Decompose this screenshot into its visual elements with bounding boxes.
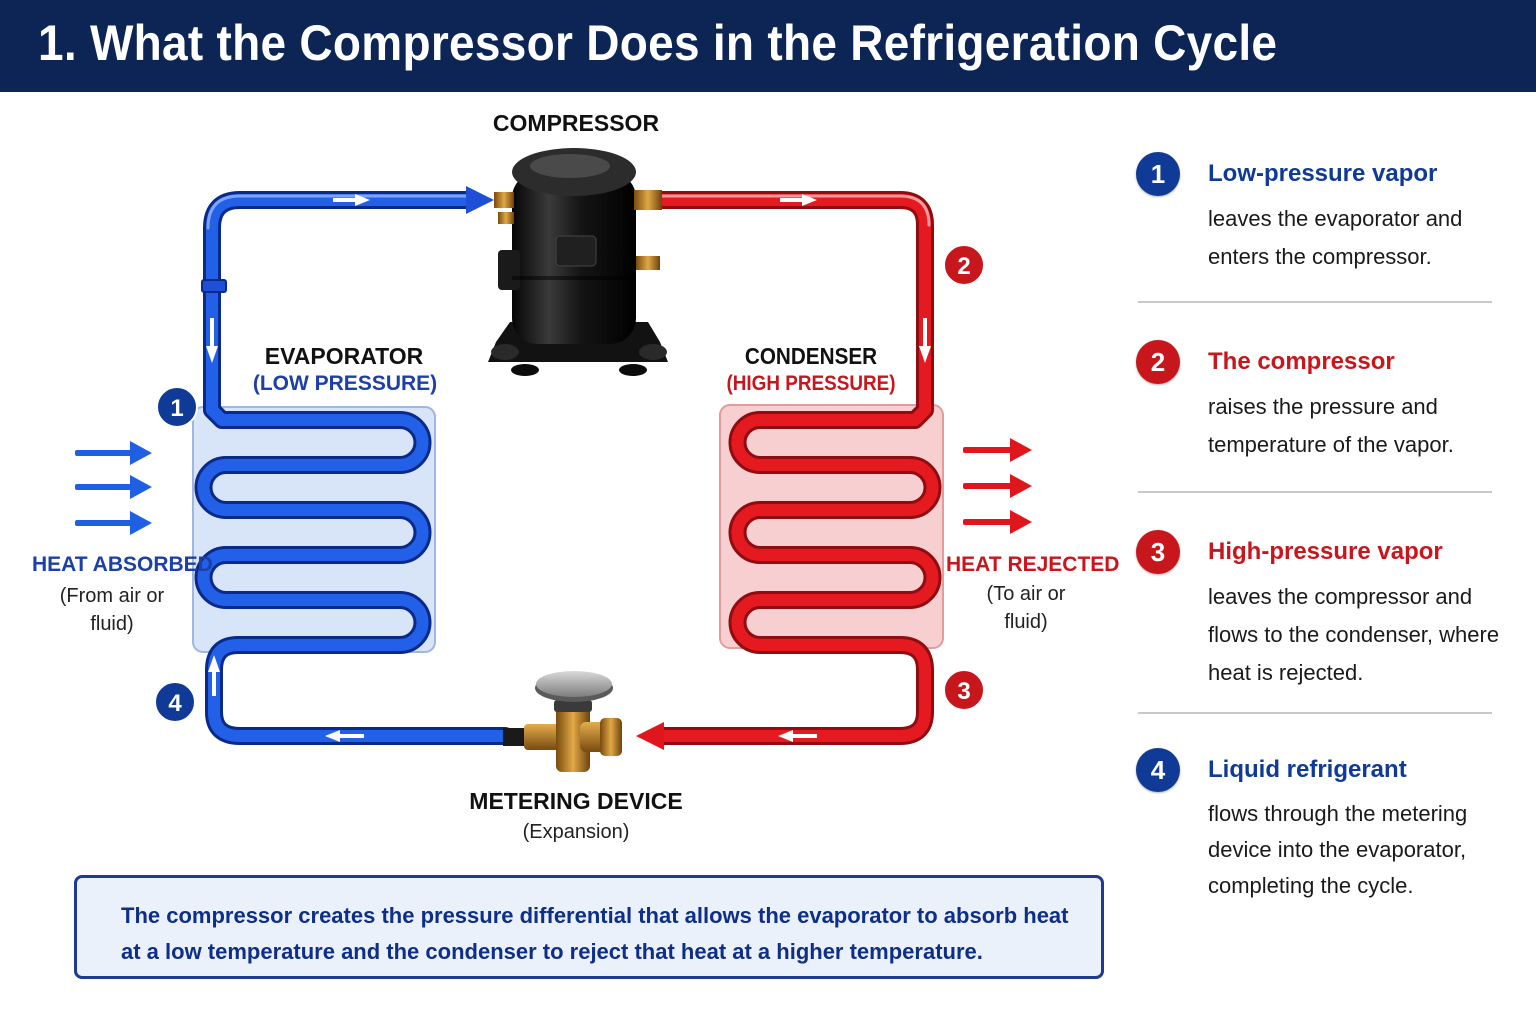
page-header: 1. What the Compressor Does in the Refri… bbox=[0, 0, 1536, 92]
evaporator-label: EVAPORATOR bbox=[264, 343, 424, 369]
heat-arrow bbox=[75, 441, 152, 465]
step-heading: Low-pressure vapor bbox=[1208, 160, 1438, 187]
flow-arrow bbox=[780, 194, 817, 206]
svg-text:3: 3 bbox=[957, 678, 970, 705]
heat-rejected-label: HEAT REJECTED bbox=[946, 553, 1120, 576]
step-body: flows through the metering device into t… bbox=[1208, 801, 1468, 898]
heat-arrow bbox=[963, 438, 1032, 462]
low-pressure-line bbox=[194, 191, 514, 745]
step-number-badge: 4 bbox=[1136, 748, 1180, 792]
svg-text:4: 4 bbox=[168, 690, 182, 717]
step-divider bbox=[1138, 712, 1492, 714]
heat-absorbed-arrows bbox=[75, 441, 152, 535]
heat-arrow bbox=[963, 510, 1032, 534]
low-pressure-arrowhead bbox=[466, 186, 494, 214]
step-number-badge: 3 bbox=[1136, 530, 1180, 574]
high-pressure-arrowhead bbox=[636, 722, 664, 750]
flow-arrow bbox=[333, 194, 370, 206]
step-heading: Liquid refrigerant bbox=[1208, 756, 1407, 783]
compressor bbox=[488, 148, 668, 376]
step-number-badge: 2 bbox=[1136, 340, 1180, 384]
svg-text:1: 1 bbox=[170, 395, 183, 422]
step-divider bbox=[1138, 301, 1492, 303]
compressor-label: COMPRESSOR bbox=[492, 110, 660, 136]
flow-arrow bbox=[208, 655, 220, 696]
heat-arrow bbox=[75, 511, 152, 535]
heat-arrow bbox=[963, 474, 1032, 498]
pipe-coupling bbox=[201, 279, 227, 293]
metering-device-sub: (Expansion) bbox=[522, 821, 630, 843]
condenser-panel bbox=[719, 404, 944, 649]
condenser-label: CONDENSER bbox=[744, 343, 878, 369]
page-title: 1. What the Compressor Does in the Refri… bbox=[38, 15, 1278, 71]
step-divider bbox=[1138, 491, 1492, 493]
condenser-pressure-label: (HIGH PRESSURE) bbox=[726, 372, 896, 395]
high-pressure-line bbox=[651, 191, 942, 745]
refrigeration-cycle-diagram: 1 2 3 4 bbox=[75, 148, 1032, 772]
step-body: leaves the evaporator and enters the com… bbox=[1208, 206, 1463, 269]
step-body: leaves the compressor and flows to the c… bbox=[1208, 584, 1500, 685]
flow-arrow bbox=[919, 318, 931, 363]
marker-3: 3 bbox=[943, 669, 985, 711]
metering-device-label: METERING DEVICE bbox=[469, 788, 683, 814]
marker-1: 1 bbox=[156, 386, 198, 428]
heat-arrow bbox=[75, 475, 152, 499]
flow-arrows bbox=[206, 194, 931, 742]
step-heading: The compressor bbox=[1208, 348, 1395, 375]
marker-2: 2 bbox=[943, 244, 985, 286]
heat-rejected-arrows bbox=[963, 438, 1032, 534]
flow-arrow bbox=[778, 730, 817, 742]
flow-arrow bbox=[206, 318, 218, 363]
step-number-badge: 1 bbox=[1136, 152, 1180, 196]
heat-absorbed-label: HEAT ABSORBED bbox=[32, 553, 213, 576]
svg-text:2: 2 bbox=[957, 253, 970, 280]
marker-4: 4 bbox=[154, 681, 196, 723]
summary-text: The compressor creates the pressure diff… bbox=[121, 903, 1069, 964]
summary-callout: The compressor creates the pressure diff… bbox=[74, 875, 1104, 979]
step-body: raises the pressure and temperature of t… bbox=[1208, 394, 1454, 457]
step-heading: High-pressure vapor bbox=[1208, 538, 1443, 565]
heat-absorbed-sub: (From air or fluid) bbox=[59, 585, 165, 635]
evaporator-panel bbox=[192, 406, 436, 653]
flow-arrow bbox=[325, 730, 364, 742]
metering-valve bbox=[503, 671, 622, 772]
evaporator-pressure-label: (LOW PRESSURE) bbox=[252, 372, 438, 395]
heat-rejected-sub: (To air or fluid) bbox=[986, 583, 1066, 633]
